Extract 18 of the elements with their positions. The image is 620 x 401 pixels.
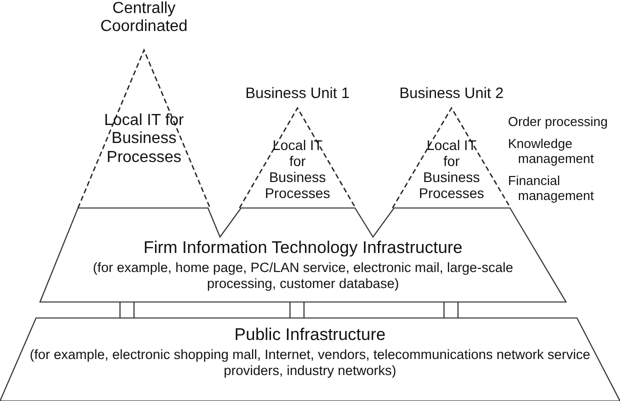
connector-pillar [289, 301, 305, 319]
peak-heading: Centrally Coordinated [99, 0, 189, 37]
layer-title: Public Infrastructure [233, 325, 387, 345]
infrastructure-layer [40, 208, 566, 302]
layer-title: Firm Information Technology Infrastructure [142, 238, 464, 258]
process-label: Order processing [508, 115, 609, 130]
peak-heading: Business Unit 2 [398, 85, 505, 102]
process-label: Knowledge management [508, 137, 595, 166]
peak-text: Local IT for Business Processes [418, 137, 486, 202]
peak-text: Local IT for Business Processes [264, 137, 332, 202]
peak-text: Local IT for Business Processes [104, 112, 184, 168]
infrastructure-base [0, 318, 620, 401]
connector-pillar [443, 301, 459, 319]
layer-examples: (for example, electronic shopping mall, Internet, vendors, telecommunications network service providers, industry networks) [28, 347, 592, 378]
layer-examples: (for example, home page, PC/LAN service, electronic mail, large-scale processing, customer database) [92, 260, 514, 292]
process-label: Financial management [508, 174, 595, 204]
connector-pillar [119, 301, 135, 319]
peak-heading: Business Unit 1 [244, 85, 351, 102]
